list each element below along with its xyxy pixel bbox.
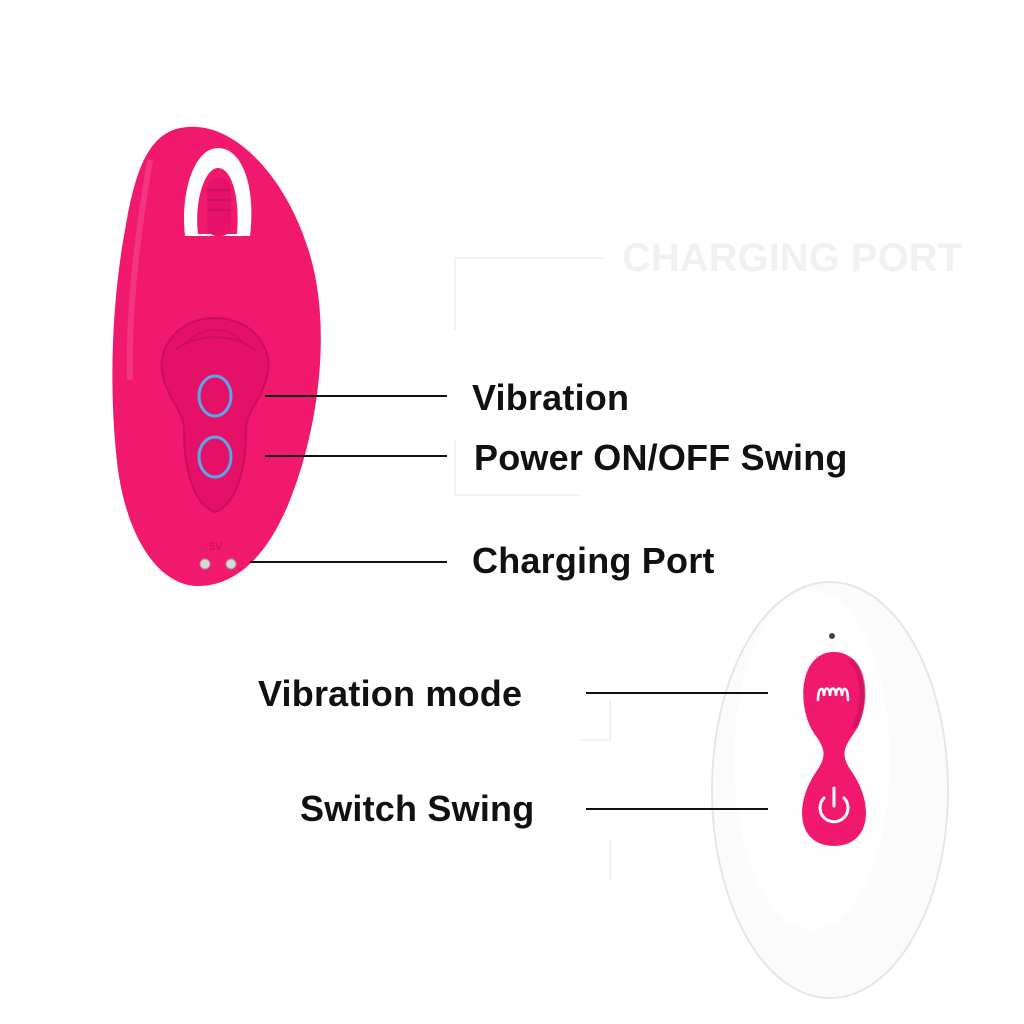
- leader-charging-port: [250, 561, 447, 563]
- ghost-charging-port-label: CHARGING PORT: [622, 236, 962, 280]
- device-body: 5V: [112, 126, 321, 587]
- label-power-swing: Power ON/OFF Swing: [474, 437, 848, 478]
- power-button-ring: [197, 435, 233, 479]
- charging-pin-right: [225, 558, 237, 570]
- label-charging-port: Charging Port: [472, 540, 715, 581]
- leader-vibration-mode: [586, 692, 768, 694]
- label-switch-swing: Switch Swing: [300, 788, 535, 829]
- remote-led: [829, 633, 835, 639]
- leader-power-swing: [265, 455, 447, 457]
- port-marking: 5V: [209, 541, 223, 553]
- leader-vibration: [265, 395, 447, 397]
- label-vibration: Vibration: [472, 377, 630, 418]
- charging-pin-left: [199, 558, 211, 570]
- vibration-button-ring: [197, 374, 233, 418]
- ghost-lines: [454, 257, 611, 880]
- wave-icon: [816, 687, 850, 702]
- remote-body: [711, 581, 949, 999]
- power-icon: [818, 786, 850, 824]
- leader-switch-swing: [586, 808, 768, 810]
- label-vibration-mode: Vibration mode: [258, 673, 523, 714]
